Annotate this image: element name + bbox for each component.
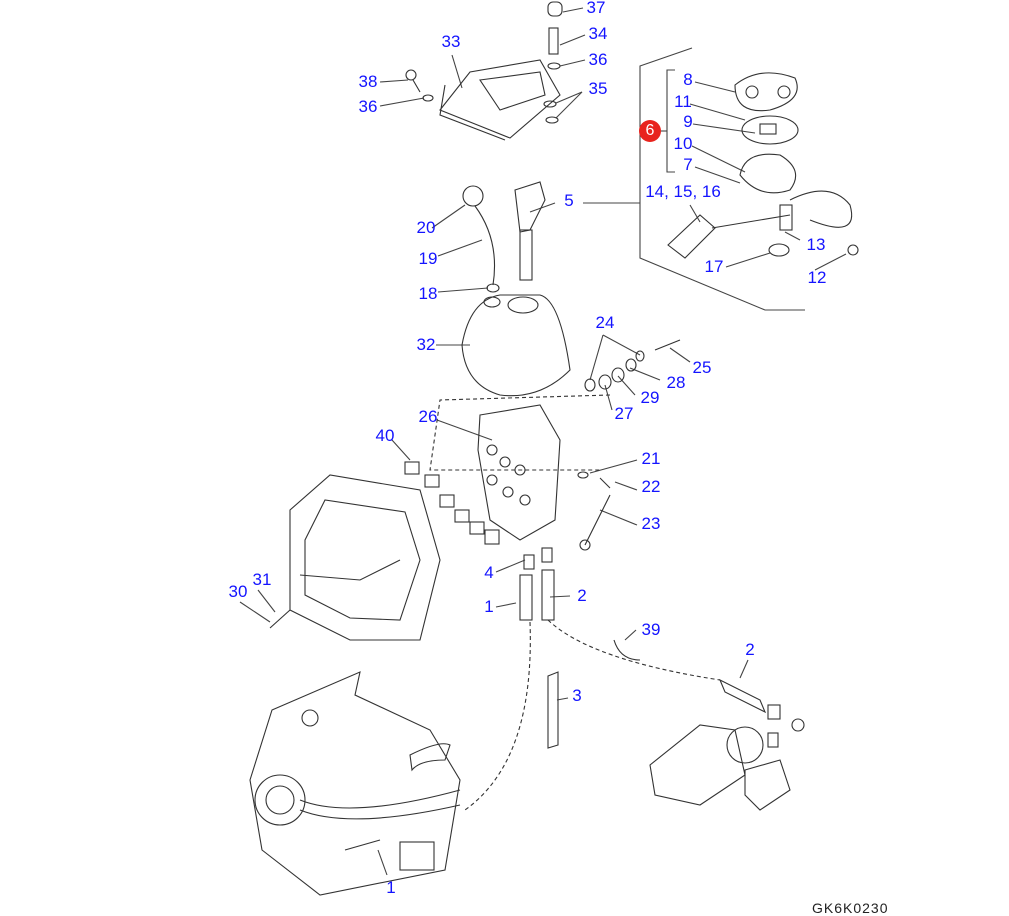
part-label[interactable]: 1 bbox=[484, 597, 494, 616]
part-label[interactable]: 20 bbox=[416, 218, 436, 237]
part-label[interactable]: 14, 15, 16 bbox=[645, 182, 721, 201]
part-label[interactable]: 4 bbox=[484, 563, 494, 582]
part-label[interactable]: 30 bbox=[228, 582, 248, 601]
part-label[interactable]: 34 bbox=[588, 24, 608, 43]
part-label[interactable]: 1 bbox=[386, 878, 396, 897]
part-label[interactable]: 8 bbox=[683, 70, 693, 89]
part-label[interactable]: 23 bbox=[641, 514, 661, 533]
hose-lines bbox=[429, 394, 721, 811]
part-label[interactable]: 17 bbox=[704, 257, 724, 276]
hydraulic-tank bbox=[249, 671, 461, 896]
part-label[interactable]: 7 bbox=[683, 155, 693, 174]
part-label[interactable]: 27 bbox=[614, 404, 634, 423]
part-label[interactable]: 2 bbox=[745, 640, 755, 659]
pump bbox=[649, 724, 746, 806]
part-label[interactable]: 35 bbox=[588, 79, 608, 98]
cover-plate bbox=[439, 59, 561, 141]
part-label[interactable]: 36 bbox=[358, 97, 378, 116]
part-label[interactable]: 33 bbox=[441, 32, 461, 51]
part-label[interactable]: 9 bbox=[683, 112, 693, 131]
valve-ports bbox=[486, 444, 531, 506]
part-label[interactable]: 39 bbox=[641, 620, 661, 639]
part-label[interactable]: 11 bbox=[674, 92, 692, 111]
part-label[interactable]: 36 bbox=[588, 50, 608, 69]
part-label[interactable]: 40 bbox=[375, 426, 395, 445]
part-label[interactable]: 13 bbox=[806, 235, 826, 254]
leader-lines bbox=[239, 7, 847, 876]
part-label[interactable]: 26 bbox=[418, 407, 438, 426]
part-label[interactable]: 2 bbox=[577, 586, 587, 605]
part-label[interactable]: 25 bbox=[692, 358, 712, 377]
part-label[interactable]: 29 bbox=[640, 388, 660, 407]
callout-badge[interactable]: 6 bbox=[639, 120, 661, 142]
part-label[interactable]: 3 bbox=[572, 686, 582, 705]
part-label[interactable]: 28 bbox=[666, 373, 686, 392]
part-label[interactable]: 24 bbox=[595, 313, 615, 332]
part-label[interactable]: 32 bbox=[416, 335, 436, 354]
part-label[interactable]: 12 bbox=[807, 268, 827, 287]
image-code: GK6K0230 bbox=[812, 900, 889, 916]
part-label[interactable]: 10 bbox=[673, 134, 693, 153]
part-label[interactable]: 5 bbox=[564, 191, 574, 210]
part-label[interactable]: 31 bbox=[252, 570, 272, 589]
part-label[interactable]: 19 bbox=[418, 249, 438, 268]
cab bbox=[289, 474, 441, 641]
part-label[interactable]: 37 bbox=[586, 0, 606, 17]
part-label[interactable]: 21 bbox=[641, 449, 661, 468]
fittings bbox=[404, 461, 485, 535]
part-label[interactable]: 18 bbox=[418, 284, 438, 303]
part-label[interactable]: 22 bbox=[641, 477, 661, 496]
part-label[interactable]: 38 bbox=[358, 72, 378, 91]
